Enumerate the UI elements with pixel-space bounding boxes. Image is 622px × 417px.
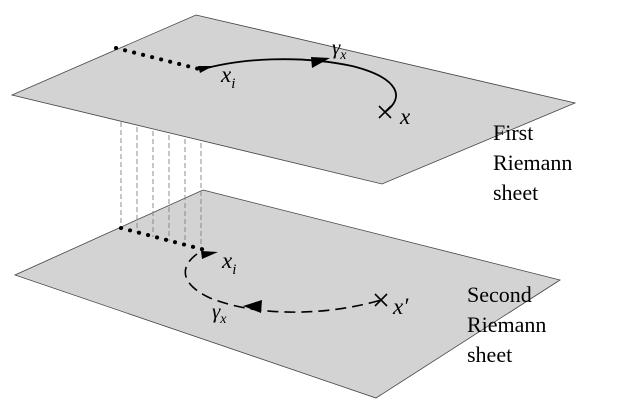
branch-cut-connectors [120,50,202,249]
first-riemann-sheet [10,14,577,185]
branch-cut-first-sheet [114,46,205,72]
arrow-path-second-sheet [243,300,262,313]
caption-second-line-2: Riemann [467,312,546,337]
label-x-top: x [399,104,411,129]
point-x-prime-marker [374,293,388,307]
caption-first-line-3: sheet [493,180,538,205]
arrow-start-second-sheet [201,251,218,259]
caption-first-line-2: Riemann [493,150,572,175]
label-gamma-x-bottom: γx [212,299,227,327]
point-x-marker [378,105,392,119]
second-riemann-sheet [13,189,561,399]
caption-first-line-1: First [493,120,533,145]
caption-second-line-3: sheet [467,342,512,367]
caption-second-sheet: Second Riemann sheet [467,282,546,367]
caption-second-line-1: Second [467,282,532,307]
arrow-path-first-sheet [311,57,330,68]
label-gamma-x-top: γx [332,35,347,63]
label-x-i-top: xi [220,62,235,92]
arrow-start-first-sheet [198,66,213,73]
caption-first-sheet: First Riemann sheet [493,120,572,205]
label-x-i-bottom: xi [221,248,236,278]
label-x-prime-bottom: x′ [392,294,409,319]
path-gamma-second-sheet [184,253,382,313]
path-gamma-first-sheet [199,58,397,113]
